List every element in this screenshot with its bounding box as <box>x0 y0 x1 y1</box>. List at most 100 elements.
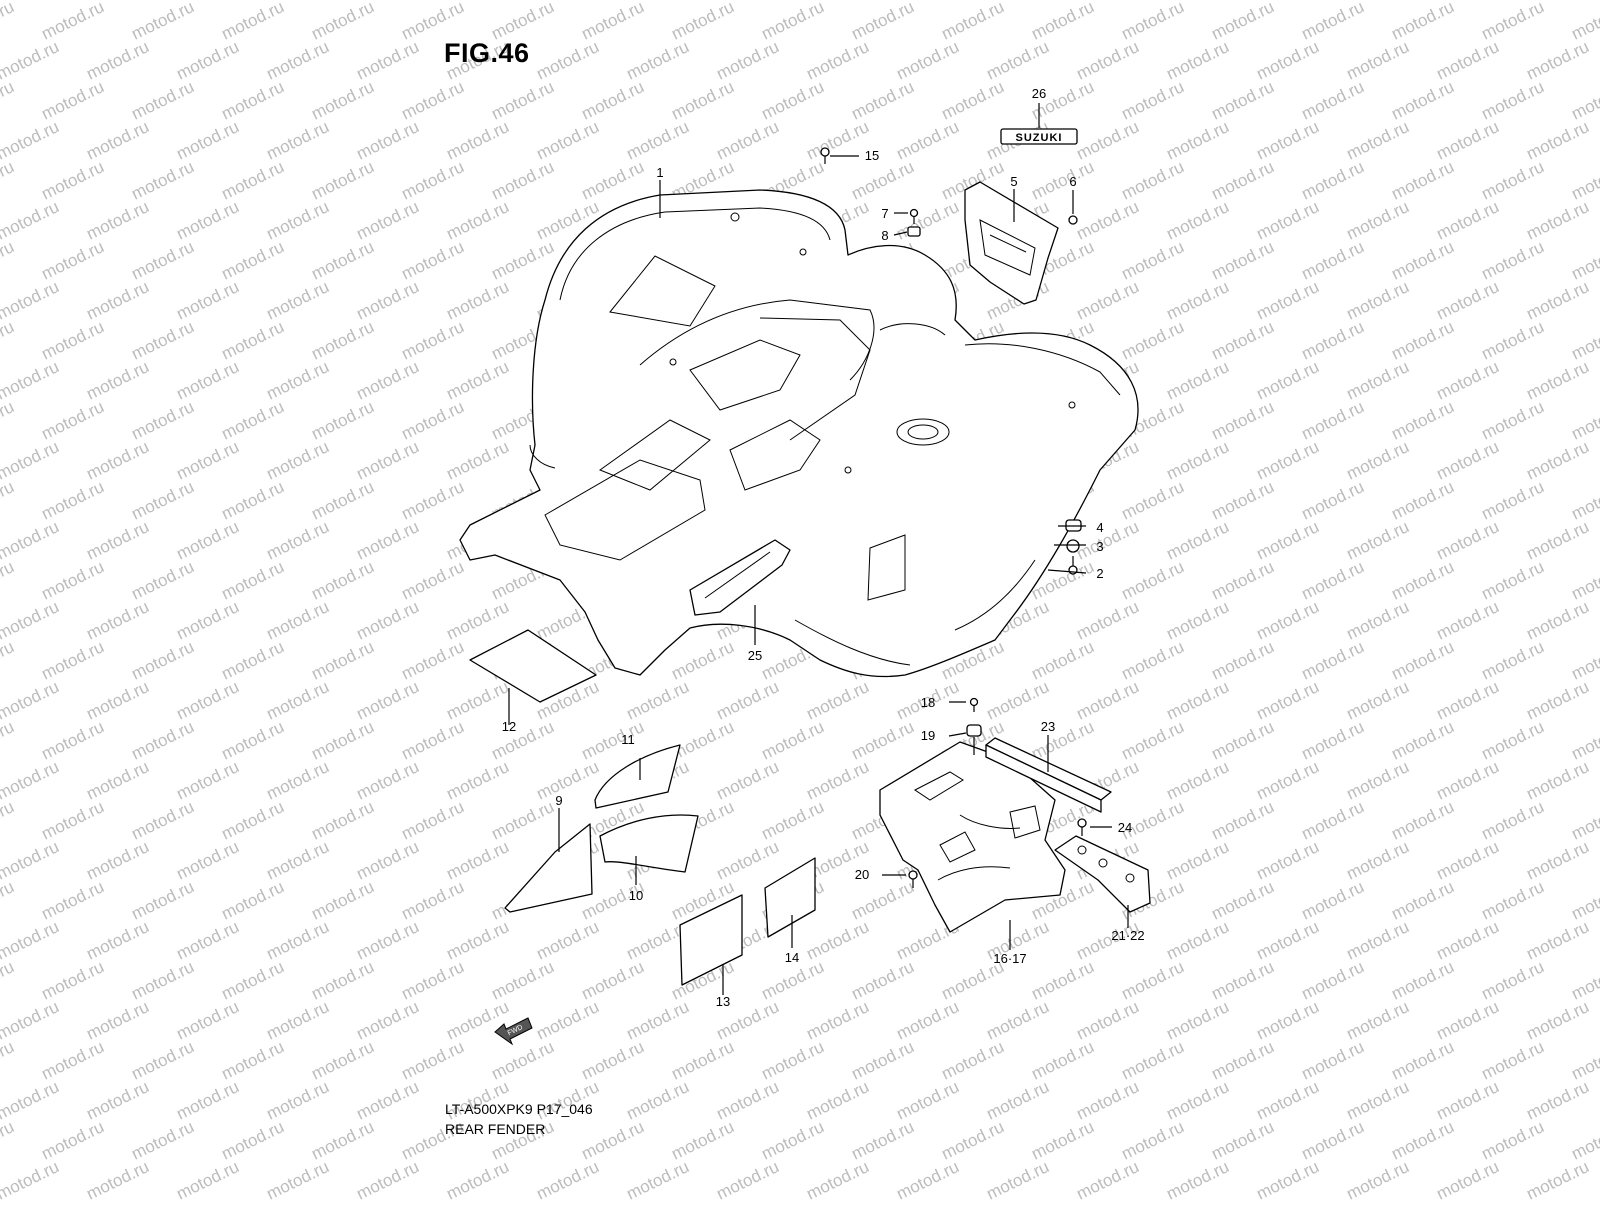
watermark-text: motod.ru <box>0 317 17 363</box>
bracket-5 <box>964 181 1059 305</box>
watermark-text: motod.ru <box>308 157 377 203</box>
watermark-text: motod.ru <box>173 837 242 883</box>
watermark-text: motod.ru <box>0 437 62 483</box>
watermark-text: motod.ru <box>128 637 197 683</box>
watermark-text: motod.ru <box>1298 0 1367 44</box>
watermark-text: motod.ru <box>668 1117 737 1163</box>
decal-13 <box>679 894 743 986</box>
watermark-text: motod.ru <box>173 1077 242 1123</box>
watermark-text: motod.ru <box>308 1117 377 1163</box>
watermark-text: motod.ru <box>263 517 332 563</box>
fwd-direction-arrow: FWD <box>494 1017 533 1046</box>
watermark-text: motod.ru <box>308 717 377 763</box>
watermark-text: motod.ru <box>1478 237 1547 283</box>
watermark-text: motod.ru <box>1163 917 1232 963</box>
watermark-text: motod.ru <box>1208 557 1277 603</box>
decal-10 <box>599 814 699 873</box>
watermark-text: motod.ru <box>938 77 1007 123</box>
watermark-text: motod.ru <box>1118 637 1187 683</box>
watermark-text: motod.ru <box>353 517 422 563</box>
emblem-text: SUZUKI <box>1016 132 1063 144</box>
watermark-text: motod.ru <box>1433 597 1502 643</box>
decal-14 <box>764 857 816 938</box>
watermark-text: motod.ru <box>713 37 782 83</box>
watermark-text: motod.ru <box>1298 157 1367 203</box>
watermark-text: motod.ru <box>1298 1117 1367 1163</box>
watermark-text: motod.ru <box>218 157 287 203</box>
watermark-text: motod.ru <box>443 357 512 403</box>
watermark-text: motod.ru <box>83 837 152 883</box>
watermark-text: motod.ru <box>83 357 152 403</box>
watermark-text: motod.ru <box>308 637 377 683</box>
watermark-text: motod.ru <box>1208 0 1277 44</box>
watermark-text: motod.ru <box>1343 677 1412 723</box>
watermark-text: motod.ru <box>1163 37 1232 83</box>
watermark-text: motod.ru <box>578 717 647 763</box>
watermark-text: motod.ru <box>1523 37 1592 83</box>
watermark-text: motod.ru <box>263 37 332 83</box>
decal-9 <box>504 823 593 913</box>
watermark-text: motod.ru <box>0 1117 17 1163</box>
watermark-text: motod.ru <box>263 437 332 483</box>
watermark-text: motod.ru <box>1073 1157 1142 1200</box>
watermark-text: motod.ru <box>263 677 332 723</box>
watermark-text: motod.ru <box>1523 597 1592 643</box>
parts-layer: SUZUKI FWD <box>459 128 1151 1046</box>
watermark-text: motod.ru <box>1433 1077 1502 1123</box>
callout-10: 10 <box>629 888 643 903</box>
watermark-text: motod.ru <box>1028 957 1097 1003</box>
watermark-text: motod.ru <box>803 37 872 83</box>
watermark-text: motod.ru <box>713 677 782 723</box>
watermark-text: motod.ru <box>1568 557 1600 603</box>
watermark-text: motod.ru <box>668 1037 737 1083</box>
watermark-text: motod.ru <box>38 1117 107 1163</box>
watermark-text: motod.ru <box>0 1077 62 1123</box>
callout-23: 23 <box>1041 719 1055 734</box>
watermark-text: motod.ru <box>38 877 107 923</box>
watermark-text: motod.ru <box>38 797 107 843</box>
watermark-text: motod.ru <box>1298 397 1367 443</box>
watermark-text: motod.ru <box>623 1157 692 1200</box>
watermark-text: motod.ru <box>1343 357 1412 403</box>
watermark-text: motod.ru <box>983 1157 1052 1200</box>
watermark-text: motod.ru <box>0 797 17 843</box>
watermark-text: motod.ru <box>1208 77 1277 123</box>
watermark-text: motod.ru <box>173 597 242 643</box>
watermark-text: motod.ru <box>668 637 737 683</box>
watermark-text: motod.ru <box>1253 997 1322 1043</box>
watermark-text: motod.ru <box>218 957 287 1003</box>
watermark-text: motod.ru <box>173 277 242 323</box>
watermark-text: motod.ru <box>488 77 557 123</box>
watermark-text: motod.ru <box>1118 157 1187 203</box>
watermark-text: motod.ru <box>578 1117 647 1163</box>
watermark-text: motod.ru <box>1118 1117 1187 1163</box>
watermark-text: motod.ru <box>263 917 332 963</box>
watermark-text: motod.ru <box>1298 717 1367 763</box>
watermark-text: motod.ru <box>1343 437 1412 483</box>
watermark-text: motod.ru <box>83 1077 152 1123</box>
watermark-text: motod.ru <box>0 1037 17 1083</box>
callout-15: 15 <box>865 148 879 163</box>
watermark-text: motod.ru <box>758 1037 827 1083</box>
watermark-text: motod.ru <box>308 1037 377 1083</box>
watermark-text: motod.ru <box>893 997 962 1043</box>
watermark-text: motod.ru <box>353 357 422 403</box>
watermark-text: motod.ru <box>893 37 962 83</box>
watermark-text: motod.ru <box>1388 877 1457 923</box>
rear-fender-body <box>459 189 1139 678</box>
watermark-text: motod.ru <box>308 317 377 363</box>
watermark-text: motod.ru <box>173 1157 242 1200</box>
watermark-text: motod.ru <box>1343 837 1412 883</box>
plate-21-22 <box>1054 835 1151 913</box>
watermark-text: motod.ru <box>398 157 467 203</box>
watermark-text: motod.ru <box>938 1037 1007 1083</box>
watermark-text: motod.ru <box>263 997 332 1043</box>
watermark-text: motod.ru <box>1388 237 1457 283</box>
watermark-text: motod.ru <box>0 197 62 243</box>
callout-7: 7 <box>881 206 888 221</box>
watermark-text: motod.ru <box>398 77 467 123</box>
watermark-text: motod.ru <box>1343 917 1412 963</box>
watermark-text: motod.ru <box>263 117 332 163</box>
watermark-text: motod.ru <box>0 117 62 163</box>
watermark-text: motod.ru <box>1208 317 1277 363</box>
